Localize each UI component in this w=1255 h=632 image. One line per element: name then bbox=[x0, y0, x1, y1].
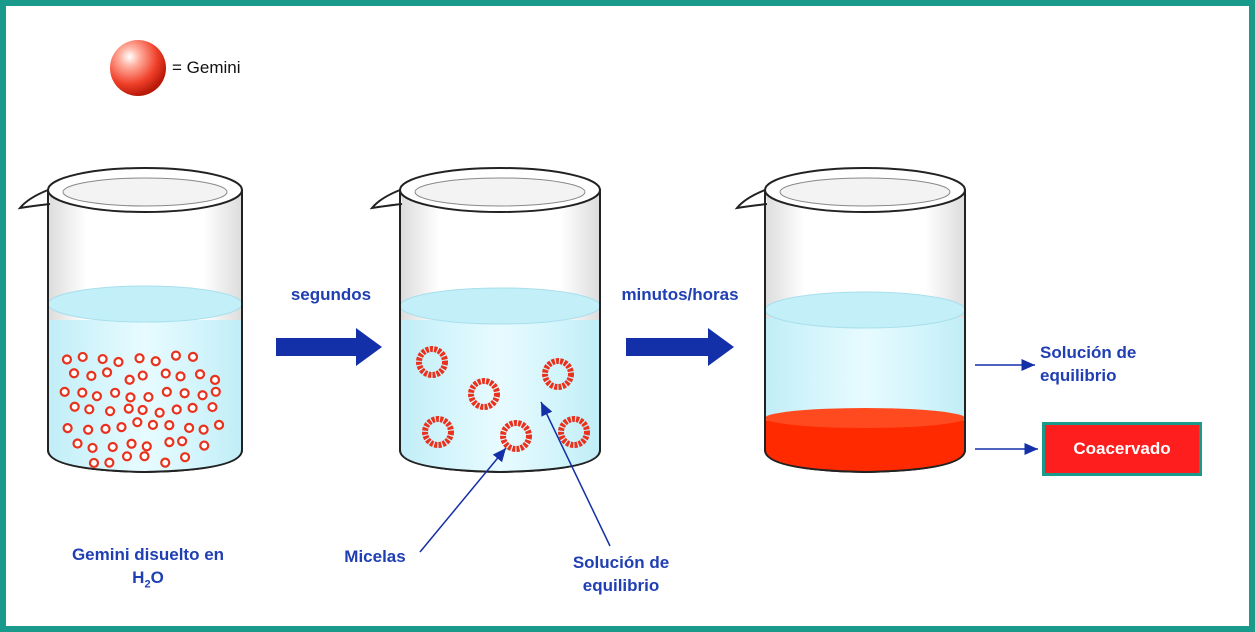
gemini-molecule bbox=[179, 388, 190, 399]
gemini-molecule bbox=[150, 356, 161, 367]
gemini-molecule bbox=[164, 420, 175, 431]
gemini-molecule bbox=[69, 401, 80, 412]
gemini-molecule bbox=[141, 441, 152, 452]
gemini-molecule bbox=[86, 370, 97, 381]
gemini-molecule bbox=[77, 351, 88, 363]
label-micelas: Micelas bbox=[344, 547, 406, 566]
gemini-dispersed-molecules bbox=[59, 350, 225, 469]
gemini-molecule bbox=[187, 402, 198, 413]
legend-label: = Gemini bbox=[172, 58, 241, 77]
pointer-arrow-solucion bbox=[540, 401, 611, 547]
gemini-molecule bbox=[104, 457, 115, 468]
solucion-b3-line1: Solución de bbox=[1040, 343, 1137, 362]
caption-o: O bbox=[150, 567, 164, 587]
solucion-b3-line2: equilibrio bbox=[1040, 365, 1117, 385]
gemini-molecule bbox=[62, 423, 73, 434]
micelle bbox=[422, 416, 454, 448]
gemini-molecule bbox=[61, 354, 73, 365]
gemini-molecule bbox=[171, 404, 182, 415]
gemini-molecule bbox=[139, 451, 150, 462]
gemini-molecule bbox=[72, 438, 83, 449]
gemini-molecule bbox=[147, 419, 159, 430]
caption-sub: 2 bbox=[144, 578, 151, 591]
gemini-molecule bbox=[177, 436, 188, 447]
arrow-right-icon bbox=[626, 328, 734, 366]
solucion-b2-line2: equilibrio bbox=[582, 575, 660, 595]
gemini-molecule bbox=[77, 387, 88, 398]
gemini-molecule bbox=[210, 386, 221, 397]
gemini-molecule bbox=[137, 370, 148, 381]
micelle-rings bbox=[416, 346, 590, 452]
gemini-molecule bbox=[123, 403, 134, 414]
gemini-sphere-icon bbox=[110, 40, 166, 96]
micelle bbox=[416, 346, 448, 378]
beaker-1 bbox=[17, 167, 243, 474]
gemini-molecule bbox=[187, 351, 199, 362]
coacervado-box: Coacervado bbox=[1042, 422, 1202, 476]
gemini-molecule bbox=[84, 404, 95, 415]
gemini-molecule bbox=[104, 406, 116, 417]
pointer-arrow-micelas bbox=[419, 447, 507, 553]
gemini-molecule bbox=[160, 457, 171, 468]
gemini-molecule bbox=[110, 387, 121, 398]
gemini-molecule bbox=[184, 422, 195, 433]
gemini-molecule bbox=[209, 374, 221, 385]
gemini-molecule bbox=[160, 368, 171, 379]
coacervate-layer bbox=[765, 420, 965, 472]
micelle bbox=[500, 420, 532, 452]
gemini-molecule bbox=[91, 391, 103, 402]
gemini-molecule bbox=[124, 374, 135, 385]
gemini-molecule bbox=[197, 390, 208, 401]
caption-h: H bbox=[132, 567, 145, 587]
gemini-molecule bbox=[59, 386, 70, 397]
gemini-molecule bbox=[113, 356, 124, 368]
arrow-label-segundos: segundos bbox=[290, 285, 372, 304]
label-solucion-b2: Solución de equilibrio bbox=[556, 552, 686, 598]
gemini-molecule bbox=[137, 404, 148, 416]
gemini-molecule bbox=[100, 423, 111, 434]
gemini-molecule bbox=[194, 369, 206, 380]
gemini-molecule bbox=[164, 437, 175, 448]
beaker1-caption: Gemini disuelto en H2O bbox=[48, 544, 248, 592]
solucion-b2-line1: Solución de bbox=[572, 553, 670, 572]
gemini-molecule bbox=[161, 386, 172, 397]
label-solucion-b3: Solución de equilibrio bbox=[1040, 342, 1168, 388]
gemini-molecule bbox=[213, 419, 225, 430]
micelle bbox=[558, 416, 590, 448]
beaker-2 bbox=[369, 167, 601, 474]
caption-line2: H2O bbox=[48, 567, 248, 592]
gemini-molecule bbox=[87, 442, 98, 454]
beaker-3 bbox=[734, 167, 966, 474]
gemini-molecule bbox=[83, 424, 94, 435]
gemini-molecule bbox=[207, 401, 218, 413]
gemini-molecule bbox=[101, 367, 113, 378]
gemini-molecule bbox=[107, 441, 118, 453]
gemini-molecule bbox=[68, 368, 80, 379]
micelle bbox=[542, 358, 574, 390]
gemini-molecule bbox=[154, 407, 165, 418]
gemini-molecule bbox=[116, 422, 127, 433]
gemini-molecule bbox=[175, 371, 186, 382]
gemini-molecule bbox=[97, 353, 108, 365]
gemini-molecule bbox=[132, 417, 143, 428]
gemini-molecule bbox=[88, 457, 100, 469]
arrow-right-icon bbox=[276, 328, 382, 366]
micelle bbox=[468, 378, 500, 410]
gemini-molecule bbox=[199, 440, 210, 451]
gemini-molecule bbox=[125, 392, 136, 403]
gemini-molecule bbox=[198, 424, 209, 435]
gemini-molecule bbox=[121, 451, 133, 462]
gemini-molecule bbox=[126, 438, 137, 449]
arrow-label-minutos-horas: minutos/horas bbox=[621, 285, 739, 304]
gemini-molecule bbox=[143, 391, 154, 403]
caption-line1: Gemini disuelto en bbox=[71, 545, 225, 564]
gemini-molecule bbox=[134, 353, 145, 364]
gemini-molecule bbox=[170, 350, 182, 361]
gemini-molecule bbox=[179, 452, 191, 463]
